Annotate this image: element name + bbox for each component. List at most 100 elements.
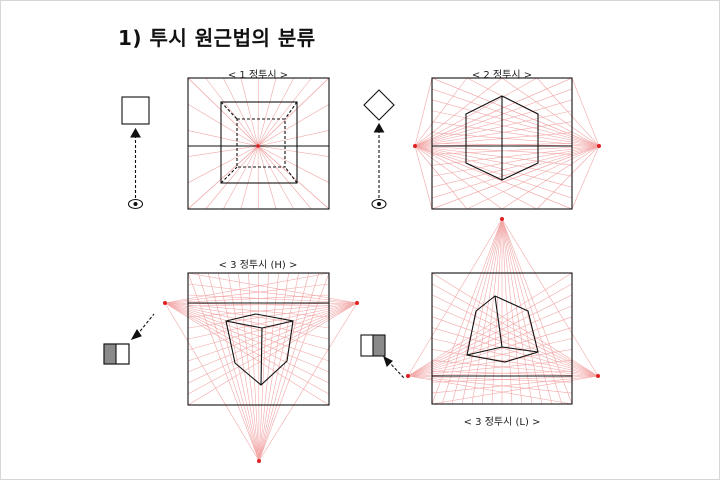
guide-line — [257, 145, 330, 184]
guide-line — [258, 272, 279, 462]
guide-line — [501, 218, 599, 377]
guide-line — [414, 77, 433, 147]
guide-line — [431, 145, 600, 166]
guide-line — [187, 272, 358, 304]
guide-line — [257, 145, 295, 210]
guide-line — [258, 272, 260, 462]
three-point-high-vp-right — [355, 301, 359, 305]
three-point-low-viewer — [360, 334, 405, 379]
arrow-up-icon — [373, 122, 385, 133]
guide-line — [205, 145, 259, 210]
guide-line — [501, 218, 563, 405]
guide-line — [257, 145, 330, 157]
guide-line — [407, 375, 573, 394]
one-point-frame — [187, 77, 330, 210]
guide-line — [414, 145, 573, 188]
guide-line — [258, 272, 330, 462]
guide-line — [431, 132, 600, 147]
guide-line — [414, 110, 573, 147]
three-point-high-box — [225, 313, 294, 386]
guide-line — [501, 77, 600, 147]
guide-line — [414, 77, 573, 147]
guide-line — [407, 316, 573, 377]
guide-line — [414, 77, 468, 147]
one-point-box-edge — [220, 101, 238, 120]
guide-line — [431, 294, 599, 377]
square-object-icon — [121, 96, 150, 125]
guide-line — [431, 145, 600, 210]
guide-line — [187, 77, 259, 147]
two-point-vanishing-point-left — [413, 144, 417, 148]
guide-line — [431, 145, 600, 199]
guide-line — [187, 302, 358, 406]
guide-line — [431, 283, 599, 377]
guide-line — [187, 283, 358, 304]
guide-line — [414, 145, 573, 166]
arrow-down-left-icon — [130, 328, 142, 340]
guide-line — [187, 145, 259, 184]
guide-line — [207, 272, 260, 462]
guide-line — [258, 272, 300, 462]
two-point-panel — [413, 77, 601, 210]
guide-line — [217, 272, 260, 462]
guide-line — [501, 218, 513, 405]
guide-line — [164, 302, 330, 395]
guide-line — [407, 338, 573, 377]
guide-line — [187, 130, 259, 147]
guide-line — [257, 77, 330, 147]
guide-line — [471, 218, 503, 405]
guide-line — [431, 145, 600, 177]
caption-three-point-high: < 3 정투시 (H) > — [218, 260, 298, 271]
guide-line — [257, 103, 330, 147]
three-point-low-frame — [431, 272, 573, 405]
guide-line — [222, 145, 259, 210]
guide-line — [414, 99, 573, 147]
eye-pupil-icon — [133, 202, 138, 206]
guide-line — [407, 360, 573, 377]
guide-line — [431, 375, 599, 383]
three-point-high-frame — [187, 272, 330, 406]
guide-line — [431, 99, 600, 147]
one-point-box-edge — [284, 101, 298, 120]
guide-line — [431, 121, 600, 147]
one-point-box-back — [236, 118, 286, 168]
guide-line — [431, 145, 600, 188]
two-point-frame — [431, 77, 573, 210]
guide-line — [407, 370, 573, 377]
perspective-guide-lines — [164, 77, 600, 462]
guide-line — [501, 145, 600, 210]
guide-line — [431, 218, 503, 405]
arrow-up-icon — [130, 127, 141, 138]
guide-line — [571, 145, 600, 210]
guide-line — [431, 145, 600, 155]
guide-line — [164, 272, 330, 304]
guide-line — [238, 272, 260, 462]
guide-line — [414, 145, 468, 210]
three-point-low-box — [466, 295, 539, 363]
three-point-high-vp-bottom — [257, 459, 261, 463]
page-title: 1) 투시 원근법의 분류 — [118, 26, 316, 50]
guide-line — [466, 145, 600, 210]
guide-line — [257, 77, 277, 147]
guide-line — [197, 272, 260, 462]
one-point-viewer — [121, 96, 150, 210]
one-point-box-edge — [220, 166, 238, 184]
three-point-low-vp-right — [596, 374, 600, 378]
guide-line — [164, 302, 330, 329]
guide-line — [431, 375, 599, 405]
three-point-high-panel — [163, 272, 359, 463]
guide-line — [431, 375, 599, 394]
guide-line — [164, 302, 260, 462]
guide-line — [414, 88, 573, 147]
guide-line — [414, 145, 538, 210]
guide-line — [205, 77, 259, 147]
guide-line — [248, 272, 260, 462]
cube-shaded-face — [373, 335, 385, 356]
one-point-vanishing-point — [256, 144, 260, 148]
three-point-high-box-edge — [260, 327, 263, 386]
guide-line — [431, 360, 599, 377]
guide-line — [407, 305, 573, 377]
guide-line — [257, 145, 259, 210]
three-point-high-vp-left — [163, 301, 167, 305]
guide-line — [431, 370, 599, 377]
